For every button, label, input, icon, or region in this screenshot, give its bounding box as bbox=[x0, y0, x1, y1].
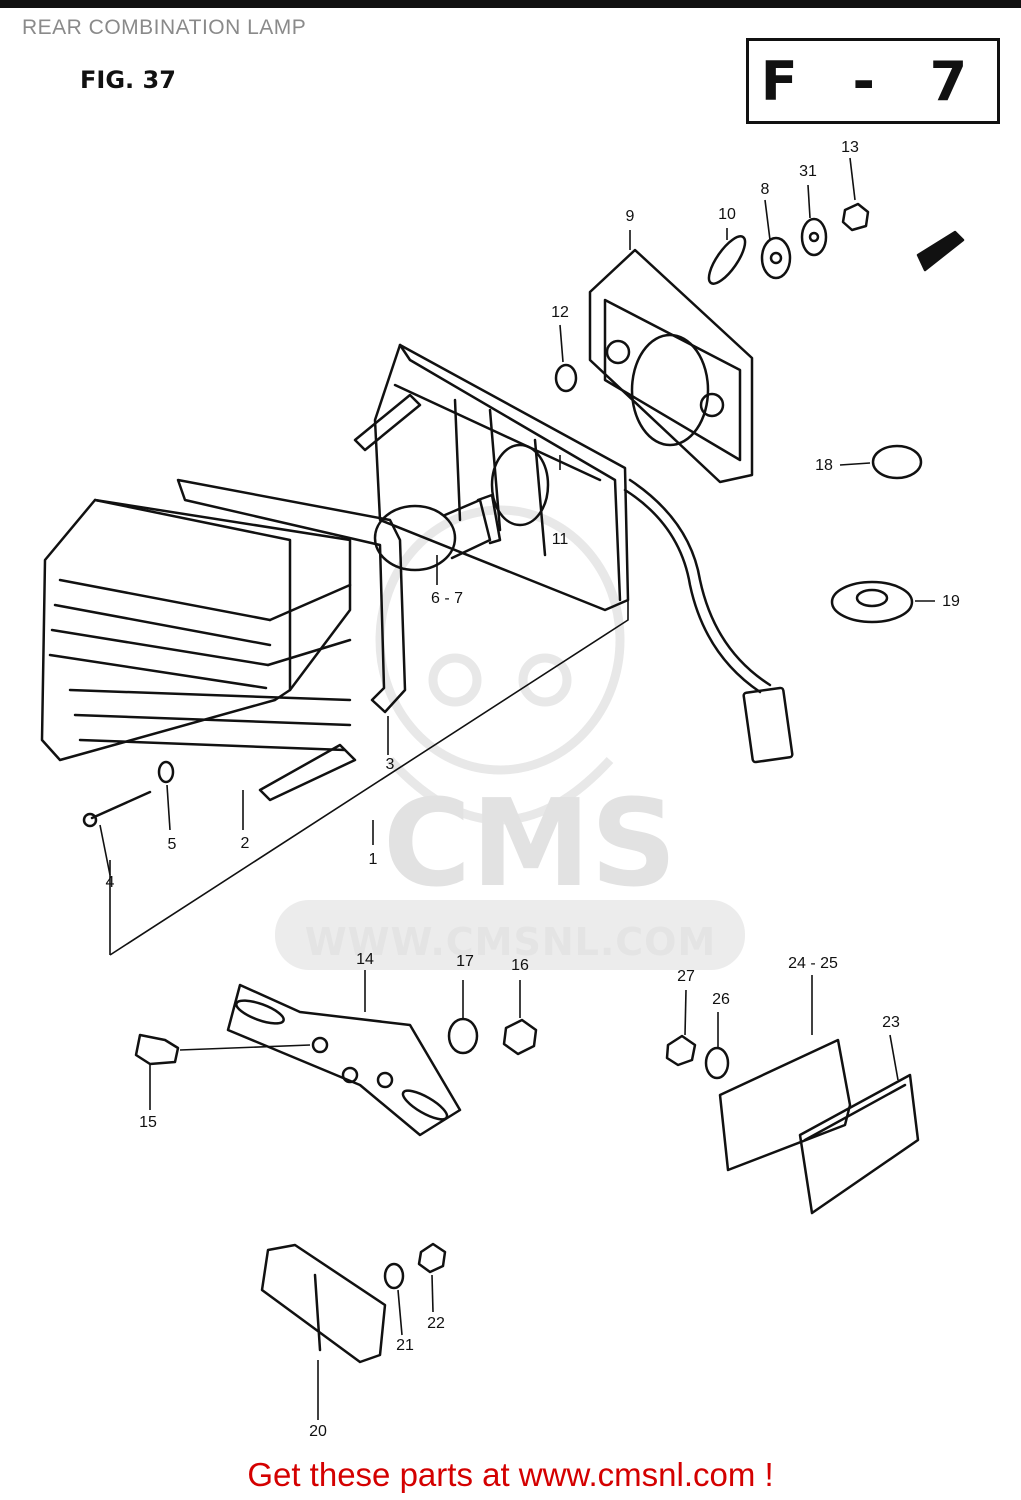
nut-27 bbox=[665, 1034, 697, 1067]
part-label-19: 19 bbox=[942, 593, 960, 610]
part-label-31: 31 bbox=[799, 163, 817, 180]
part-label-1: 1 bbox=[368, 851, 378, 868]
top-rule bbox=[0, 0, 1021, 8]
part-label-6-7: 6 - 7 bbox=[430, 590, 464, 607]
part-label-10: 10 bbox=[718, 206, 736, 223]
part-label-12: 12 bbox=[551, 304, 569, 321]
part-label-3: 3 bbox=[385, 756, 395, 773]
washer-21 bbox=[383, 1262, 405, 1290]
wire-harness bbox=[628, 478, 772, 687]
part-label-17: 17 bbox=[456, 953, 474, 970]
part-label-16: 16 bbox=[511, 957, 529, 974]
grommet-18 bbox=[871, 444, 923, 480]
watermark-logo-text: CMS bbox=[383, 775, 677, 914]
nut-22 bbox=[417, 1242, 447, 1274]
bracket-14 bbox=[226, 983, 462, 1137]
figure-label: FIG. 37 bbox=[80, 66, 176, 94]
washer-26 bbox=[704, 1046, 730, 1080]
bolt-15 bbox=[134, 1033, 180, 1066]
socket-cover bbox=[588, 248, 754, 484]
part-label-14: 14 bbox=[356, 951, 374, 968]
screw-4 bbox=[90, 790, 152, 820]
part-label-18: 18 bbox=[815, 457, 833, 474]
washer-5 bbox=[157, 760, 175, 784]
direction-arrow bbox=[916, 230, 965, 272]
reflector-bracket bbox=[718, 1038, 852, 1172]
watermark-url: WWW.CMSNL.COM bbox=[304, 920, 717, 964]
section-code-box: F - 7 bbox=[746, 38, 1000, 124]
watermark-logo bbox=[375, 505, 625, 825]
part-label-2: 2 bbox=[240, 835, 250, 852]
reflector-23 bbox=[798, 1073, 920, 1215]
part-label-11: 11 bbox=[551, 531, 569, 548]
lamp-housing bbox=[353, 343, 630, 612]
washer-12 bbox=[554, 363, 578, 393]
washer-8 bbox=[760, 236, 792, 280]
lamp-gasket bbox=[176, 478, 407, 714]
part-label-27: 27 bbox=[677, 968, 695, 985]
nut-13 bbox=[841, 202, 870, 232]
part-label-23: 23 bbox=[882, 1014, 900, 1031]
bulb bbox=[373, 493, 502, 572]
washer-17 bbox=[447, 1017, 479, 1055]
section-code: F - 7 bbox=[760, 49, 986, 113]
watermark-badge bbox=[275, 900, 745, 970]
reflector-20 bbox=[260, 1243, 387, 1364]
part-label-8: 8 bbox=[760, 181, 770, 198]
washer-31 bbox=[800, 217, 828, 257]
wire-connector bbox=[742, 686, 794, 764]
part-label-15: 15 bbox=[139, 1114, 157, 1131]
page-title: REAR COMBINATION LAMP bbox=[22, 16, 307, 39]
part-label-4: 4 bbox=[105, 874, 115, 891]
collar bbox=[707, 235, 747, 285]
part-label-13: 13 bbox=[841, 139, 859, 156]
part-label-9: 9 bbox=[625, 208, 635, 225]
part-label-5: 5 bbox=[167, 836, 177, 853]
part-label-22: 22 bbox=[427, 1315, 445, 1332]
nut-16 bbox=[502, 1018, 538, 1056]
leader-lines bbox=[99, 157, 935, 1420]
part-label-20: 20 bbox=[309, 1423, 327, 1440]
grommet-19 bbox=[830, 580, 914, 624]
part-label-26: 26 bbox=[712, 991, 730, 1008]
lamp-lens bbox=[40, 498, 357, 802]
part-label-24-25: 24 - 25 bbox=[788, 955, 838, 972]
footer-call-to-action[interactable]: Get these parts at www.cmsnl.com ! bbox=[247, 1456, 774, 1493]
part-label-21: 21 bbox=[396, 1337, 414, 1354]
